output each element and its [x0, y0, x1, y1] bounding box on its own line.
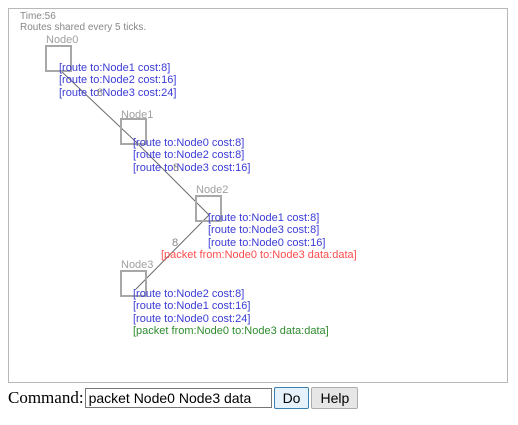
node0-label: Node0	[46, 34, 79, 46]
node0-box[interactable]	[45, 45, 72, 72]
link-node2-node3	[135, 214, 210, 290]
link-cost-node0-node1: 8	[97, 87, 104, 99]
link-cost-node1-node2: 8	[173, 162, 180, 174]
command-input[interactable]	[84, 388, 272, 408]
node0-route-table: [route to:Node1 cost:8] [route to:Node2 …	[59, 62, 176, 99]
route-entry: [route to:Node3 cost:24]	[59, 86, 177, 99]
route-entry: [route to:Node3 cost:8]	[208, 224, 320, 237]
command-bar: Command: Do Help	[8, 386, 359, 410]
node3-label: Node3	[121, 259, 154, 271]
do-button[interactable]: Do	[273, 387, 310, 409]
route-entry: [route to:Node0 cost:16]	[208, 236, 326, 249]
route-entry: [route to:Node1 cost:8]	[59, 62, 171, 74]
node2-label: Node2	[196, 184, 229, 196]
node2-route-table: [route to:Node1 cost:8] [route to:Node3 …	[161, 212, 357, 261]
route-entry: [route to:Node0 cost:8]	[133, 137, 245, 149]
route-entry: [route to:Node2 cost:16]	[59, 74, 177, 87]
routes-shared-note: Routes shared every 5 ticks.	[20, 22, 147, 33]
route-entry: [route to:Node2 cost:8]	[133, 288, 245, 300]
link-node0-node1	[60, 70, 137, 143]
node1-label: Node1	[121, 109, 154, 121]
route-entry: [route to:Node0 cost:24]	[133, 312, 251, 325]
node1-box[interactable]	[120, 118, 147, 145]
node1-route-table: [route to:Node0 cost:8] [route to:Node2 …	[133, 137, 250, 174]
route-entry: [route to:Node1 cost:16]	[133, 300, 251, 313]
route-entry: [route to:Node2 cost:8]	[133, 149, 245, 162]
node3-packet: [packet from:Node0 to:Node3 data:data]	[133, 324, 329, 337]
node2-box[interactable]	[195, 195, 222, 222]
route-entry: [route to:Node1 cost:8]	[208, 212, 320, 224]
help-button[interactable]: Help	[311, 387, 359, 409]
node2-packet: [packet from:Node0 to:Node3 data:data]	[161, 248, 357, 261]
command-label: Command:	[8, 388, 84, 407]
network-links-svg	[45, 45, 222, 297]
route-entry: [route to:Node3 cost:16]	[133, 161, 251, 174]
node3-box[interactable]	[120, 270, 147, 297]
network-canvas: Time:56 Routes shared every 5 ticks. Nod…	[8, 8, 508, 383]
time-readout: Time:56	[20, 11, 56, 22]
link-cost-node2-node3: 8	[172, 237, 179, 249]
node3-route-table: [route to:Node2 cost:8] [route to:Node1 …	[133, 288, 329, 337]
